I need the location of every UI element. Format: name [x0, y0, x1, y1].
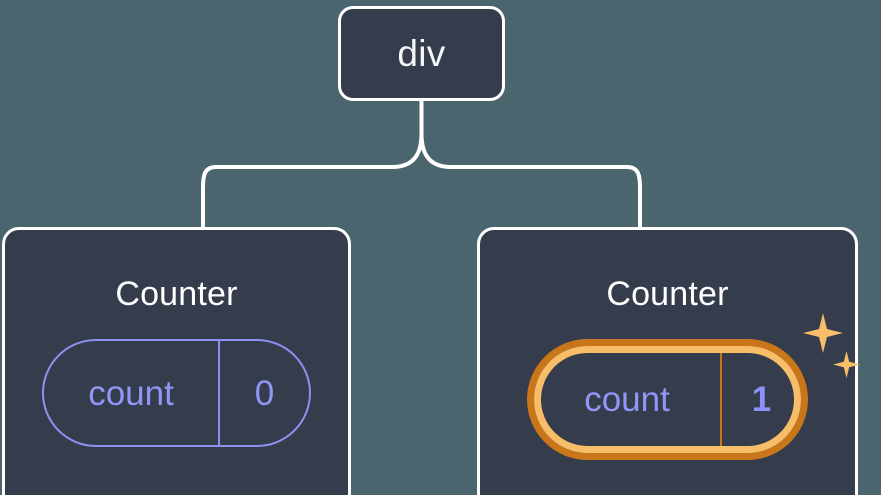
node-div-label: div [397, 33, 446, 74]
state-divider-right [720, 339, 722, 460]
state-pill-wrapper-right: count 1 [527, 313, 860, 460]
node-counter-right-title: Counter [606, 275, 729, 313]
node-div[interactable]: div [338, 6, 505, 101]
node-counter-right[interactable]: Counter count 1 [477, 227, 860, 495]
state-key-right: count [584, 380, 670, 419]
sparkle-large-icon [803, 313, 843, 353]
node-counter-left[interactable]: Counter count 0 [2, 227, 351, 495]
state-key-left: count [88, 373, 174, 413]
state-pill-wrapper-left: count 0 [42, 339, 311, 447]
sparkle-small-icon [833, 351, 860, 378]
state-pill-right[interactable]: count 1 [527, 339, 808, 460]
state-pill-left[interactable]: count 0 [42, 339, 311, 447]
node-counter-left-title: Counter [115, 275, 238, 313]
state-value-left: 0 [254, 373, 275, 413]
sparkle-group [803, 313, 865, 391]
state-value-right: 1 [751, 380, 772, 419]
state-divider-left [218, 341, 220, 445]
